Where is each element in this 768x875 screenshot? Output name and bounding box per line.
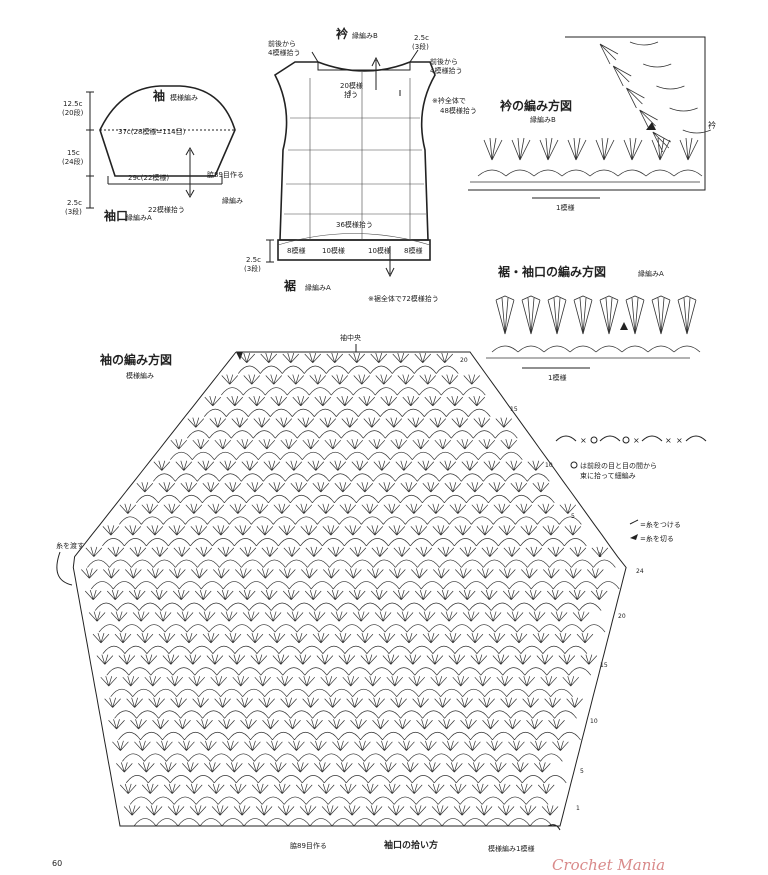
row-num-10: 10 (590, 718, 598, 725)
vest-outline (273, 61, 436, 241)
legend-cut: =糸を切る (640, 534, 674, 543)
collar-note-1: ※衿全体で (432, 96, 466, 105)
attach-yarn-icon (629, 519, 639, 525)
sc-between-symbol (570, 461, 578, 469)
dim-3-rows: (3段) (65, 207, 82, 216)
bottom-count: 22模様拾う (148, 205, 185, 214)
right-pick-1: 前後から (430, 57, 458, 66)
row-num-15-top: 15 (510, 406, 518, 413)
collar-pattern: 縁編みB (352, 31, 378, 40)
row-num-24: 24 (636, 568, 644, 575)
hem-dim-1: 2.5c (246, 256, 261, 264)
svg-text:×: × (633, 436, 640, 445)
hem-count-4: 8模様 (404, 246, 422, 255)
hem-note: ※裾全体で72模様拾う (368, 294, 439, 303)
row-num-20-top: 20 (460, 357, 468, 364)
dim-20-rows: (20段) (62, 108, 84, 117)
legend-attach: =糸をつける (640, 520, 681, 529)
collar-side-mark: 衿 (708, 120, 716, 130)
top-width: 37c(28模様=114目) (118, 127, 186, 136)
svg-text:×: × (665, 436, 672, 445)
svg-text:×: × (580, 436, 587, 445)
center-pick-2: 拾う (344, 90, 358, 99)
right-pick-2: 4模様拾う (430, 66, 462, 75)
svg-text:×: × (676, 436, 683, 445)
collar-label: 衿 (336, 26, 348, 41)
left-pick-1: 前後から (268, 39, 296, 48)
row-num-5-top: 5 (571, 513, 575, 520)
dim-24-rows: (24段) (62, 157, 84, 166)
sleeve-outline (99, 85, 236, 177)
stitch-symbol-row: × × × × (555, 435, 707, 445)
yarn-carry-note: 糸を渡す (56, 541, 84, 550)
body-schematic: 衿 縁編みB 前後から 4模様拾う 2.5c (3段) 前後から 4模様拾う 2… (244, 26, 477, 303)
hem-dim-2: (3段) (244, 264, 261, 273)
sleeve-center-label: 袖中央 (340, 333, 361, 342)
hem-chart: 裾・袖口の編み方図 縁編みA 1模様 (486, 264, 701, 382)
left-pick-2: 4模様拾う (268, 48, 300, 57)
collar-repeat: 1模様 (556, 203, 574, 212)
hem-chart-title: 裾・袖口の編み方図 (498, 264, 606, 279)
page-number: 60 (52, 859, 62, 868)
cuff-pattern: 縁編みA (126, 213, 152, 222)
collar-note-2: 48模様拾う (440, 106, 477, 115)
dim-2-5: 2.5c (67, 199, 82, 207)
sleeve-chart-pattern: 模様編み (126, 371, 154, 380)
hem-stitch-pattern (486, 295, 701, 359)
cut-yarn-icon (630, 534, 638, 540)
sleeve-bottom-right: 模様編み1模様 (488, 844, 534, 853)
sleeve-chart: 袖の編み方図 模様編み 袖中央 糸を渡す 20 15 10 5 1 24 20 … (56, 333, 644, 853)
dim-15: 15c (67, 149, 80, 157)
watermark: Crochet Mania (552, 856, 665, 874)
increase-note: 脇89目作る (207, 170, 244, 179)
row-num-10-top: 10 (545, 462, 553, 469)
collar-stitch-pattern (470, 41, 711, 183)
sleeve-bottom-left: 脇89目作る (290, 841, 327, 850)
legend-note-2: 束に拾って細編み (580, 471, 636, 480)
sleeve-schematic: 袖 模様編み 12.5c (20段) 15c (24段) 2.5c (3段) 3… (62, 85, 244, 223)
right-dim-2: (3段) (412, 42, 429, 51)
collar-chart-title: 衿の編み方図 (500, 98, 572, 113)
hem-width: 36模様拾う (336, 220, 373, 229)
mid-width: 29c(22模様) (128, 173, 169, 182)
legend-note-1: は前段の目と目の間から (580, 461, 657, 470)
cut-yarn-mark (236, 352, 243, 360)
cuff-label: 袖口 (104, 208, 128, 223)
sleeve-pattern: 模様編み (170, 93, 198, 102)
center-pick-1: 20模様 (340, 81, 363, 90)
sleeve-chart-title: 袖の編み方図 (100, 352, 172, 367)
sleeve-stitch-grid (72, 351, 627, 827)
row-num-1: 1 (576, 805, 580, 812)
sleeve-title: 袖 (153, 88, 165, 103)
sleeve-bottom-center: 袖口の拾い方 (383, 839, 438, 851)
right-dim-1: 2.5c (414, 34, 429, 42)
row-num-1-top: 1 (598, 552, 602, 559)
collar-chart-pattern: 縁編みB (530, 115, 556, 124)
row-num-5: 5 (580, 768, 584, 775)
row-num-20: 20 (618, 613, 626, 620)
legend: × × × × は前段の目と目の間から 束に拾って細編み =糸をつける =糸を切… (555, 435, 707, 543)
edge-note: 縁編み (222, 196, 243, 205)
row-num-15: 15 (600, 662, 608, 669)
hem-count-3: 10模様 (368, 246, 391, 255)
hem-label: 裾 (284, 278, 296, 293)
hem-repeat: 1模様 (548, 373, 566, 382)
dim-12-5: 12.5c (63, 100, 83, 108)
collar-chart: 衿の編み方図 縁編みB 1模様 衿 (468, 36, 716, 212)
sleeve-outline-shape (72, 351, 627, 827)
hem-chart-pattern: 縁編みA (638, 269, 664, 278)
hem-pattern: 縁編みA (305, 283, 331, 292)
hem-count-1: 8模様 (287, 246, 305, 255)
hem-count-2: 10模様 (322, 246, 345, 255)
